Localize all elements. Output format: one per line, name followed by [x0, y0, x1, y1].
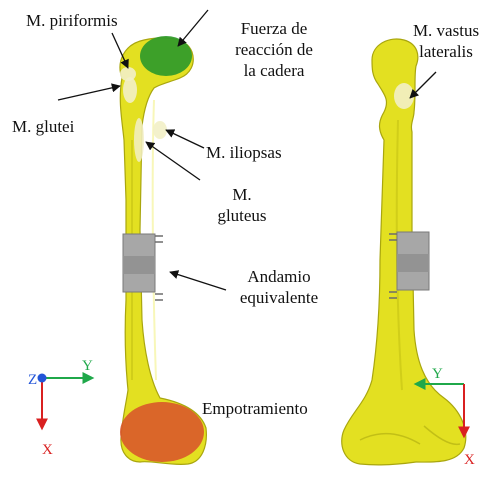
label-piriformis: M. piriformis: [26, 11, 118, 30]
axis-label-x: X: [42, 442, 53, 458]
vastus-lateralis-region: [394, 83, 414, 109]
arrow-scaffold: [169, 270, 227, 291]
axis-label-x-right: X: [464, 452, 475, 468]
label-iliopsas: M. iliopsas: [206, 143, 282, 162]
right-femur: [341, 38, 467, 466]
arrow-glutei: [57, 83, 121, 101]
label-gluteus-line2: gluteus: [217, 206, 267, 225]
z-axis-dot: [37, 373, 47, 383]
axes-triad-left: [36, 372, 95, 431]
arrow-iliopsas: [165, 129, 205, 149]
label-hip-force-line3: la cadera: [243, 61, 305, 80]
label-hip-force: Fuerza de reacción de la cadera: [214, 18, 334, 81]
fixation-region: [120, 402, 204, 462]
label-hip-force-line2: reacción de: [235, 40, 313, 59]
axis-label-y-right: Y: [432, 366, 443, 382]
label-scaffold-line1: Andamio: [247, 267, 311, 286]
label-glutei: M. glutei: [12, 117, 75, 136]
label-fixation: Empotramiento: [202, 399, 308, 418]
label-scaffold: Andamio equivalente: [224, 266, 334, 308]
axis-label-z: Z: [28, 372, 38, 388]
label-vastus-lateralis: M. vastus lateralis: [398, 20, 494, 62]
left-femur-body: [119, 37, 207, 466]
label-vastus-line2: lateralis: [419, 42, 473, 61]
scaffold-pins: [155, 235, 163, 301]
hip-force-region: [140, 36, 192, 76]
label-gluteus-line1: M.: [232, 185, 252, 204]
label-vastus-line1: M. vastus: [412, 21, 480, 40]
annotation-arrows: [57, 9, 437, 291]
left-femur: [119, 36, 207, 466]
arrow-piriformis: [111, 32, 129, 69]
label-scaffold-line2: equivalente: [239, 288, 319, 307]
arrow-vastus: [409, 71, 437, 99]
gluteus-region: [134, 118, 144, 162]
label-gluteus: M. gluteus: [204, 184, 280, 226]
glutei-region: [123, 77, 137, 103]
iliopsas-region: [153, 121, 167, 139]
axes-triad-right: [413, 378, 470, 439]
arrow-hip-force: [177, 9, 209, 47]
piriformis-region: [120, 67, 136, 81]
label-hip-force-line1: Fuerza de: [240, 19, 308, 38]
arrow-gluteus: [145, 141, 201, 181]
axis-label-y: Y: [82, 358, 93, 374]
